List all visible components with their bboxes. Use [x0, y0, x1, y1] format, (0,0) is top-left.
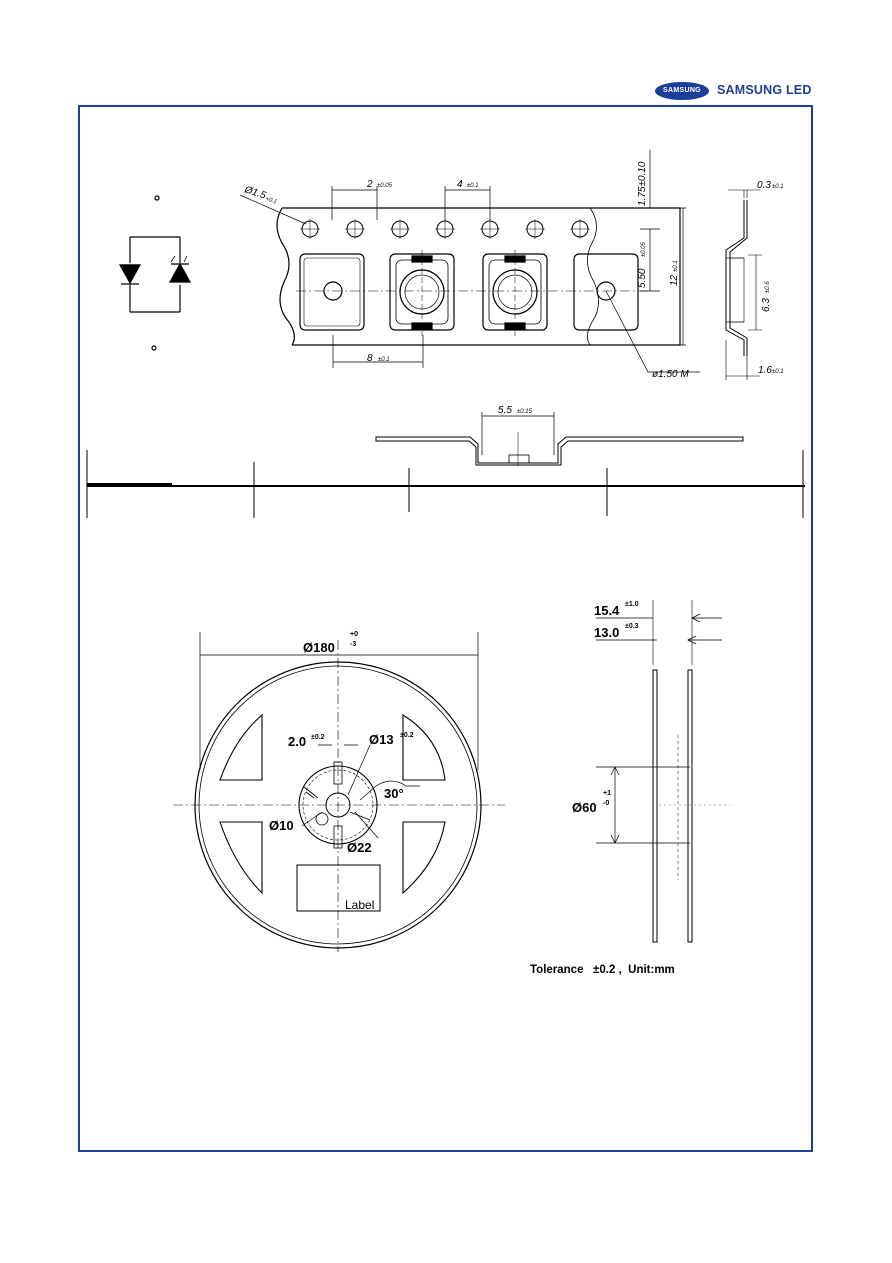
terminal-dot-bottom [151, 345, 157, 351]
dim-width-12-tol: ±0.1 [673, 260, 679, 272]
reel-side-view [596, 600, 730, 943]
pockets [299, 253, 639, 331]
dim-thickness-16-tol: ±0.1 [772, 369, 784, 375]
dim-hub-13: Ø13 [369, 732, 394, 747]
dim-pocket-55: 5.5 [498, 405, 512, 416]
dim-pitch-4: 4 [457, 179, 463, 190]
dim-slot-20: 2.0 [288, 734, 306, 749]
dim-slot-20-tol: ±0.2 [311, 734, 325, 741]
tape-side-view [725, 189, 762, 380]
dim-pocket-55-tol: ±0.15 [517, 409, 533, 415]
dim-width-130-tol: ±0.3 [625, 623, 639, 630]
dim-pitch-8-tol: ±0.1 [378, 357, 390, 363]
samsung-led-logo: SAMSUNG SAMSUNG LED [655, 80, 811, 104]
diode-right [168, 262, 192, 283]
dim-hub-60-tol-plus: +1 [603, 790, 611, 797]
dim-reel-180-tol-minus: -3 [350, 641, 356, 648]
separator [86, 450, 805, 518]
dim-thickness-16: 1.6 [758, 365, 772, 376]
dim-width-154-tol: ±1.0 [625, 601, 639, 608]
dim-thickness-03: 0.3 [757, 180, 771, 191]
dim-reel-180: Ø180 [303, 640, 335, 655]
dim-hub-60: Ø60 [572, 800, 597, 815]
dim-edge-175: 1.75±0.10 [637, 161, 648, 206]
dim-offset-550: 5.50 [637, 268, 648, 288]
diode-left [118, 264, 142, 285]
dim-hole-dia: Ø1.5 [242, 184, 267, 202]
dim-angle-30: 30° [384, 786, 404, 801]
dim-depth-63-tol: ±0.6 [765, 281, 771, 293]
samsung-badge: SAMSUNG [655, 82, 709, 100]
led-symbol [118, 195, 192, 351]
sprocket-holes [300, 219, 590, 239]
logo-text: SAMSUNG LED [717, 83, 812, 97]
dim-pitch-4-tol: ±0.1 [467, 183, 479, 189]
tolerance-note: Tolerance ±0.2 , Unit:mm [530, 964, 675, 976]
label-area [296, 864, 381, 912]
dim-depth-63: 6.3 [761, 298, 772, 312]
dim-offset-550-tol: ±0.05 [641, 241, 647, 257]
dim-hole-10: Ø10 [269, 818, 294, 833]
dim-hub-13-tol: ±0.2 [400, 732, 414, 739]
dim-pitch-8: 8 [367, 353, 373, 364]
dim-width-154: 15.4 [594, 603, 620, 618]
terminal-dot-top [154, 195, 160, 201]
pocket-cross-section [375, 412, 744, 466]
dim-hub-60-tol-minus: -0 [603, 800, 609, 807]
dim-width-130: 13.0 [594, 625, 619, 640]
dim-pitch-2-tol: ±0.05 [377, 183, 393, 189]
dim-reel-180-tol-plus: +0 [350, 631, 358, 638]
dim-width-12: 12 [669, 274, 680, 286]
reel-label-text: Label [345, 898, 374, 912]
dim-hole-dia-tol: +0.1 [264, 196, 277, 205]
dim-thickness-03-tol: ±0.1 [772, 184, 784, 190]
dim-hole-150: ø1.50 M [652, 369, 689, 380]
dim-hub-22: Ø22 [347, 840, 372, 855]
reel-front-view [173, 632, 505, 952]
dim-pitch-2: 2 [366, 179, 373, 190]
carrier-tape [239, 150, 700, 373]
page-frame [78, 105, 813, 1152]
